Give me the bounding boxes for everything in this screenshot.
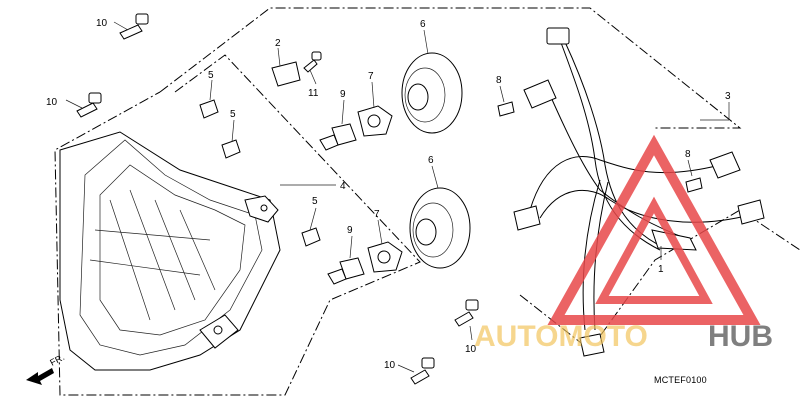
warning-triangle-icon [547, 134, 761, 325]
bulb-assembly-lower [327, 241, 403, 285]
callout-4: 4 [340, 181, 346, 192]
callout-1: 1 [658, 264, 664, 275]
callout-6: 6 [420, 19, 426, 30]
front-arrow-icon [26, 368, 54, 385]
front-arrow-label: FR. [48, 352, 66, 368]
callout-2: 2 [275, 38, 281, 49]
front-arrow: FR. [26, 352, 66, 385]
dust-cover-lower [409, 187, 471, 269]
callout-numbers: 10 10 10 10 2 11 5 5 5 4 9 7 6 6 7 9 8 8… [46, 18, 731, 371]
callout-5: 5 [312, 196, 318, 207]
dust-cover-upper [401, 52, 463, 134]
callout-7: 7 [368, 71, 374, 82]
callout-3: 3 [725, 91, 731, 102]
callout-10: 10 [384, 360, 396, 371]
callout-10: 10 [465, 344, 477, 355]
callout-9: 9 [347, 225, 353, 236]
callout-7: 7 [374, 209, 380, 220]
callout-10: 10 [96, 18, 108, 29]
callout-9: 9 [340, 89, 346, 100]
assembly-outline [54, 7, 800, 396]
watermark-text-right: HUB [708, 320, 773, 353]
fasteners [76, 13, 703, 385]
watermark-logo: AUTOMOTO HUB [474, 134, 773, 353]
callout-5: 5 [230, 109, 236, 120]
wire-harness [513, 27, 765, 357]
watermark-text-left: AUTOMOTO [474, 320, 648, 353]
callout-8: 8 [685, 149, 691, 160]
callout-8: 8 [496, 75, 502, 86]
headlight-housing [59, 131, 281, 371]
callout-11: 11 [308, 88, 319, 99]
bulb-assembly-upper [319, 105, 393, 151]
callout-5: 5 [208, 70, 214, 81]
callout-10: 10 [46, 97, 58, 108]
callout-6: 6 [428, 155, 434, 166]
diagram-code: MCTEF0100 [654, 375, 707, 385]
leader-lines [65, 21, 730, 373]
